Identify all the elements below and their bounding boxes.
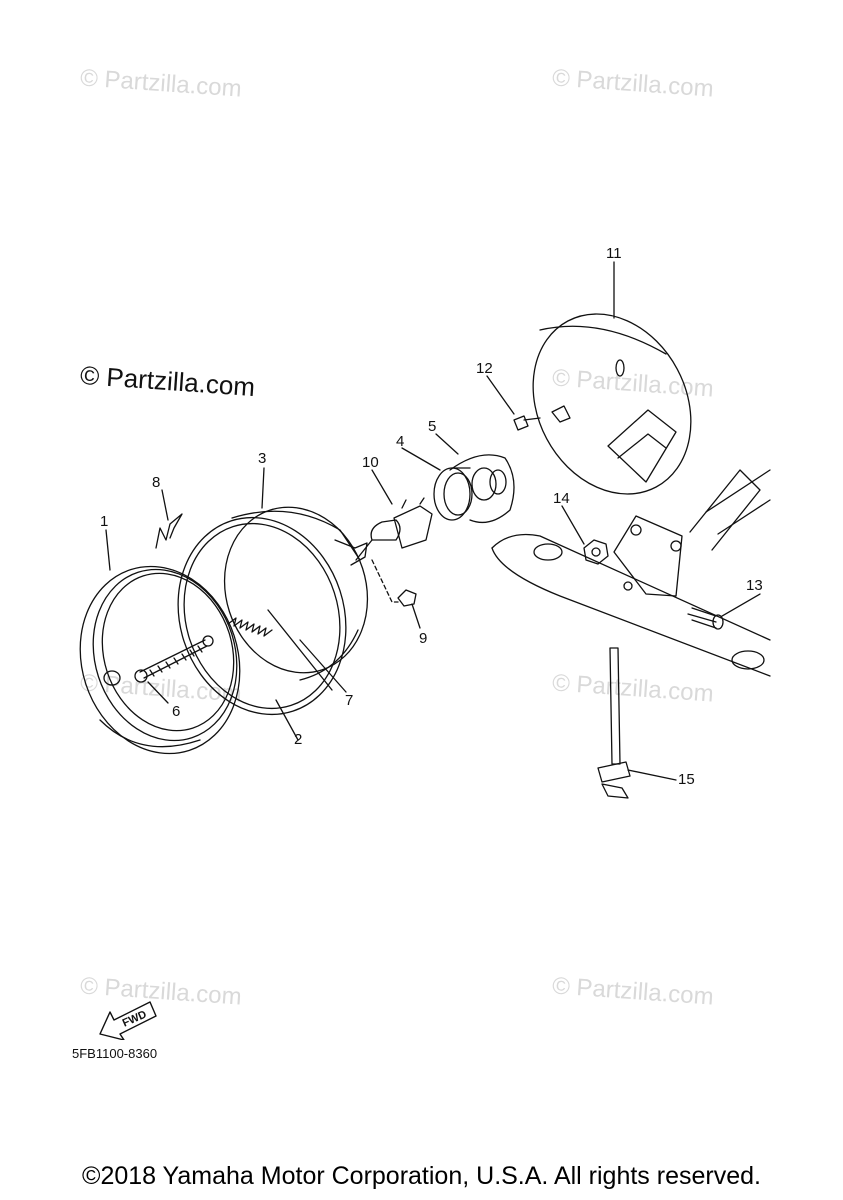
- nut-part-14: [583, 539, 609, 565]
- spring-part-7: [227, 609, 333, 691]
- callout-9: 9: [419, 630, 428, 647]
- callout-11: 11: [606, 245, 622, 262]
- callout-2: 2: [294, 731, 303, 748]
- callout-13: 13: [746, 577, 763, 594]
- holder-clip-part-9: [397, 589, 417, 607]
- callout-7: 7: [345, 692, 354, 709]
- callout-6: 6: [172, 703, 181, 720]
- headlight-rim-part-1: [79, 565, 241, 755]
- callout-5: 5: [428, 418, 437, 435]
- callout-3: 3: [258, 450, 267, 467]
- callout-15: 15: [678, 771, 695, 788]
- screw-part-12: [513, 415, 541, 431]
- callout-4: 4: [396, 433, 405, 450]
- callout-12: 12: [476, 360, 493, 377]
- cover-part-5: [449, 454, 515, 524]
- callout-1: 1: [100, 513, 109, 530]
- frame-bracket: [491, 469, 771, 677]
- lens-unit-part-2: [177, 516, 347, 716]
- bolt-part-13: [687, 607, 724, 630]
- adjusting-screw-part-6: [134, 635, 214, 683]
- diagram-code: 5FB1100-8360: [72, 1046, 158, 1061]
- clip-part-8: [155, 513, 183, 549]
- socket-part-4: [433, 467, 473, 521]
- headlight-housing-part-11: [532, 313, 692, 495]
- forward-arrow-icon: FWD: [96, 994, 158, 1045]
- cable-tie-part-15: [597, 647, 631, 799]
- callout-10: 10: [362, 454, 379, 471]
- callout-14: 14: [553, 490, 570, 507]
- copyright-footer: ©2018 Yamaha Motor Corporation, U.S.A. A…: [82, 1162, 761, 1190]
- callout-8: 8: [152, 474, 161, 491]
- bulb-part-10: [355, 497, 433, 561]
- reflector-part-3: [223, 506, 369, 681]
